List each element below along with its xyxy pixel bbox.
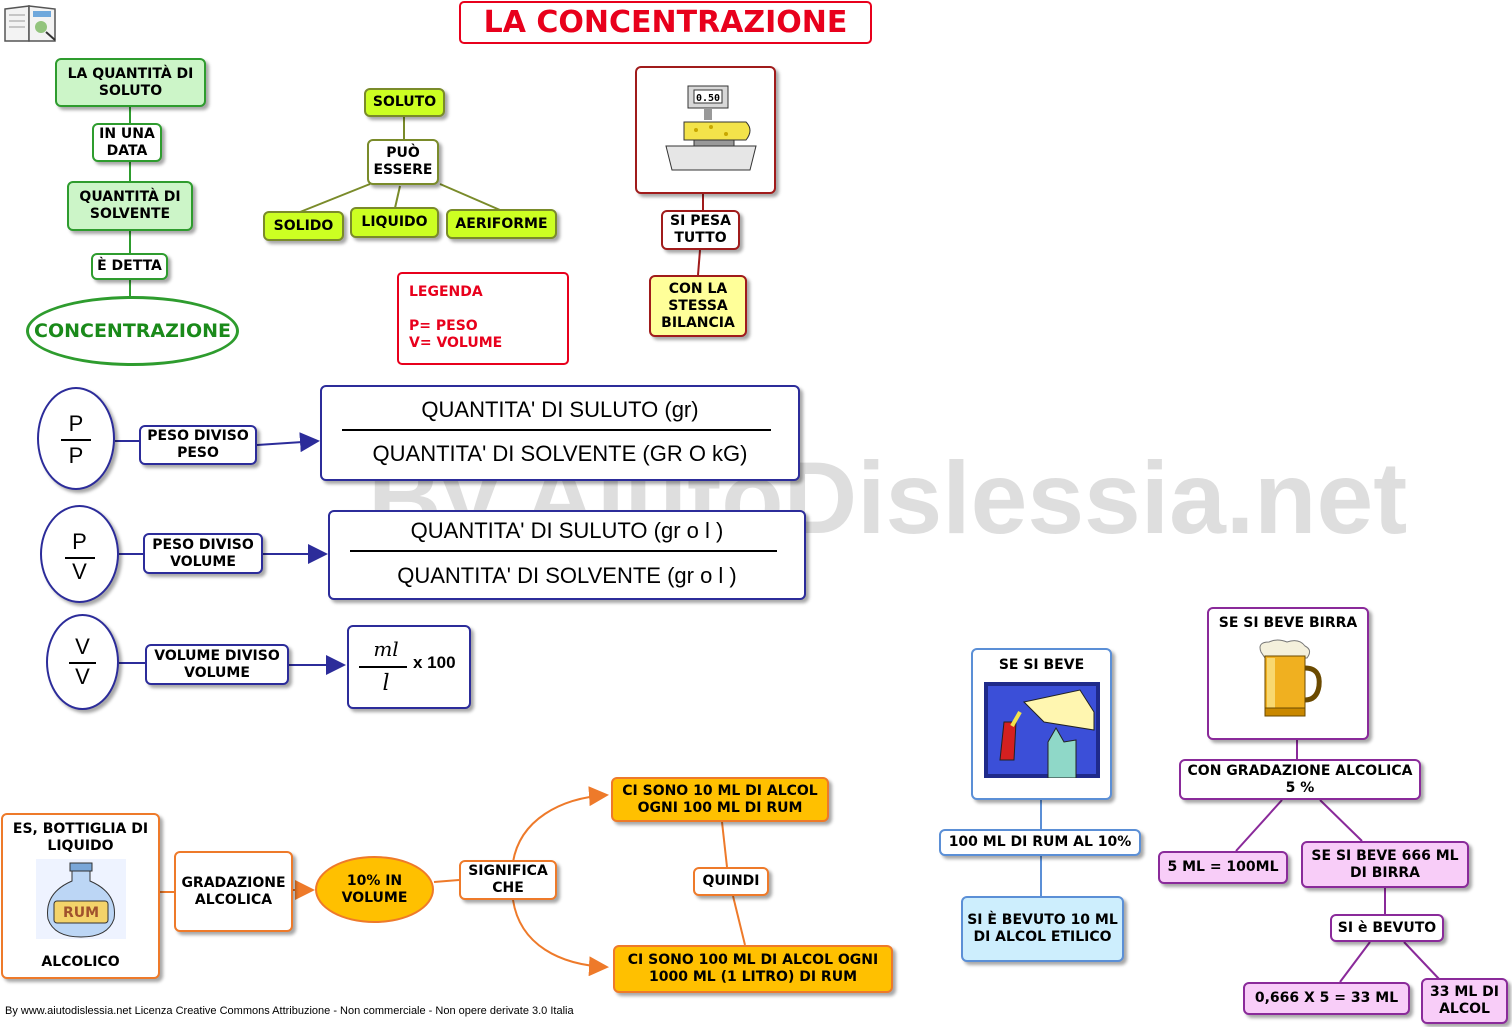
fraction-pp-bottom: P [68, 443, 84, 468]
node-100ml-alcol: CI SONO 100 ML DI ALCOL OGNI 1000 ML (1 … [613, 945, 893, 993]
fraction-vv: V V [46, 614, 119, 710]
rum-bottle-icon: RUM [35, 859, 126, 939]
drink-title: SE SI BEVE [998, 657, 1085, 673]
formula-pp: QUANTITA' DI SULUTO (gr) QUANTITA' DI SO… [320, 385, 800, 481]
node-si-pesa-tutto: SI PESA TUTTO [661, 210, 740, 250]
node-10-percent: 10% IN VOLUME [315, 856, 434, 923]
rum-alcolico-label: ALCOLICO [41, 954, 120, 970]
legend-title: LEGENDA [409, 284, 483, 300]
fraction-pv-top: P [72, 529, 87, 554]
scale-icon: 0.50 [664, 85, 757, 171]
node-solido: SOLIDO [263, 211, 344, 241]
node-liquido: LIQUIDO [350, 207, 439, 238]
page-title: LA CONCENTRAZIONE [459, 1, 872, 44]
fraction-pp-top: P [68, 411, 84, 436]
node-puo-essere: PUÒ ESSERE [367, 139, 439, 185]
fraction-vv-top: V [75, 634, 90, 659]
node-quantita-solvente: QUANTITÀ DI SOLVENTE [67, 181, 193, 231]
drink-pouring-icon [983, 682, 1100, 778]
formula-pv-numerator: QUANTITA' DI SULUTO (gr o l ) [410, 518, 724, 543]
scale-picture: 0.50 [635, 66, 776, 194]
fraction-pp: P P [37, 387, 115, 490]
node-666ml-birra: SE SI BEVE 666 ML DI BIRRA [1301, 841, 1469, 888]
formula-pp-numerator: QUANTITA' DI SULUTO (gr) [421, 397, 699, 422]
fraction-vv-bottom: V [75, 664, 90, 689]
label-peso-diviso-volume: PESO DIVISO VOLUME [143, 533, 263, 574]
node-in-una-data: IN UNA DATA [92, 123, 162, 162]
node-soluto: SOLUTO [364, 88, 445, 117]
footer-license: By www.aiutodislessia.net Licenza Creati… [5, 1005, 574, 1017]
drink-box: SE SI BEVE [971, 648, 1112, 800]
beer-title: SE SI BEVE BIRRA [1218, 615, 1358, 631]
formula-vv-numerator: ml [373, 637, 399, 661]
scale-display: 0.50 [695, 93, 719, 104]
node-10ml-alcol: CI SONO 10 ML DI ALCOL OGNI 100 ML DI RU… [611, 777, 829, 822]
node-concentrazione: CONCENTRAZIONE [26, 296, 239, 366]
node-gradazione-alcolica: GRADAZIONE ALCOLICA [174, 851, 293, 932]
node-stessa-bilancia: CON LA STESSA BILANCIA [649, 275, 747, 337]
formula-vv: ml l x 100 [347, 625, 471, 709]
node-quindi: QUINDI [693, 867, 769, 896]
book-icon [3, 3, 58, 43]
beer-box: SE SI BEVE BIRRA [1207, 607, 1369, 740]
node-significa-che: SIGNIFICA CHE [459, 860, 557, 900]
node-gradazione-5: CON GRADAZIONE ALCOLICA 5 % [1179, 759, 1421, 800]
node-calcolo: 0,666 X 5 = 33 ML [1243, 982, 1410, 1015]
node-10ml-alcol-etilico: SI È BEVUTO 10 ML DI ALCOL ETILICO [961, 896, 1124, 962]
node-100ml-rum: 100 ML DI RUM AL 10% [939, 829, 1141, 856]
node-e-detta: È DETTA [91, 253, 168, 280]
fraction-pv-bottom: V [72, 559, 87, 584]
formula-vv-denominator: l [382, 671, 390, 696]
label-volume-diviso-volume: VOLUME DIVISO VOLUME [145, 644, 289, 685]
legend-p: P= PESO [409, 318, 478, 334]
formula-pv: QUANTITA' DI SULUTO (gr o l ) QUANTITA' … [328, 510, 806, 600]
rum-example-label: ES, BOTTIGLIA DI LIQUIDO [12, 821, 149, 854]
beer-mug-icon [1259, 639, 1322, 717]
node-aeriforme: AERIFORME [446, 209, 557, 239]
rum-bottle-label: RUM [62, 905, 98, 921]
node-33ml-alcol: 33 ML DI ALCOL [1421, 978, 1508, 1024]
node-si-e-bevuto: SI è BEVUTO [1330, 914, 1444, 942]
node-5ml-100ml: 5 ML = 100ML [1158, 851, 1288, 884]
node-quantita-soluto: LA QUANTITÀ DI SOLUTO [55, 58, 206, 107]
formula-vv-multiplier: x 100 [413, 653, 456, 672]
fraction-pv: P V [40, 505, 119, 603]
label-peso-diviso-peso: PESO DIVISO PESO [139, 425, 257, 465]
legend-v: V= VOLUME [409, 335, 503, 351]
rum-example-box: ES, BOTTIGLIA DI LIQUIDO RUM ALCOLICO [1, 813, 160, 979]
legend-box: LEGENDA P= PESO V= VOLUME [397, 272, 569, 365]
formula-pp-denominator: QUANTITA' DI SOLVENTE (GR O kG) [372, 441, 748, 466]
formula-pv-denominator: QUANTITA' DI SOLVENTE (gr o l ) [397, 563, 737, 588]
